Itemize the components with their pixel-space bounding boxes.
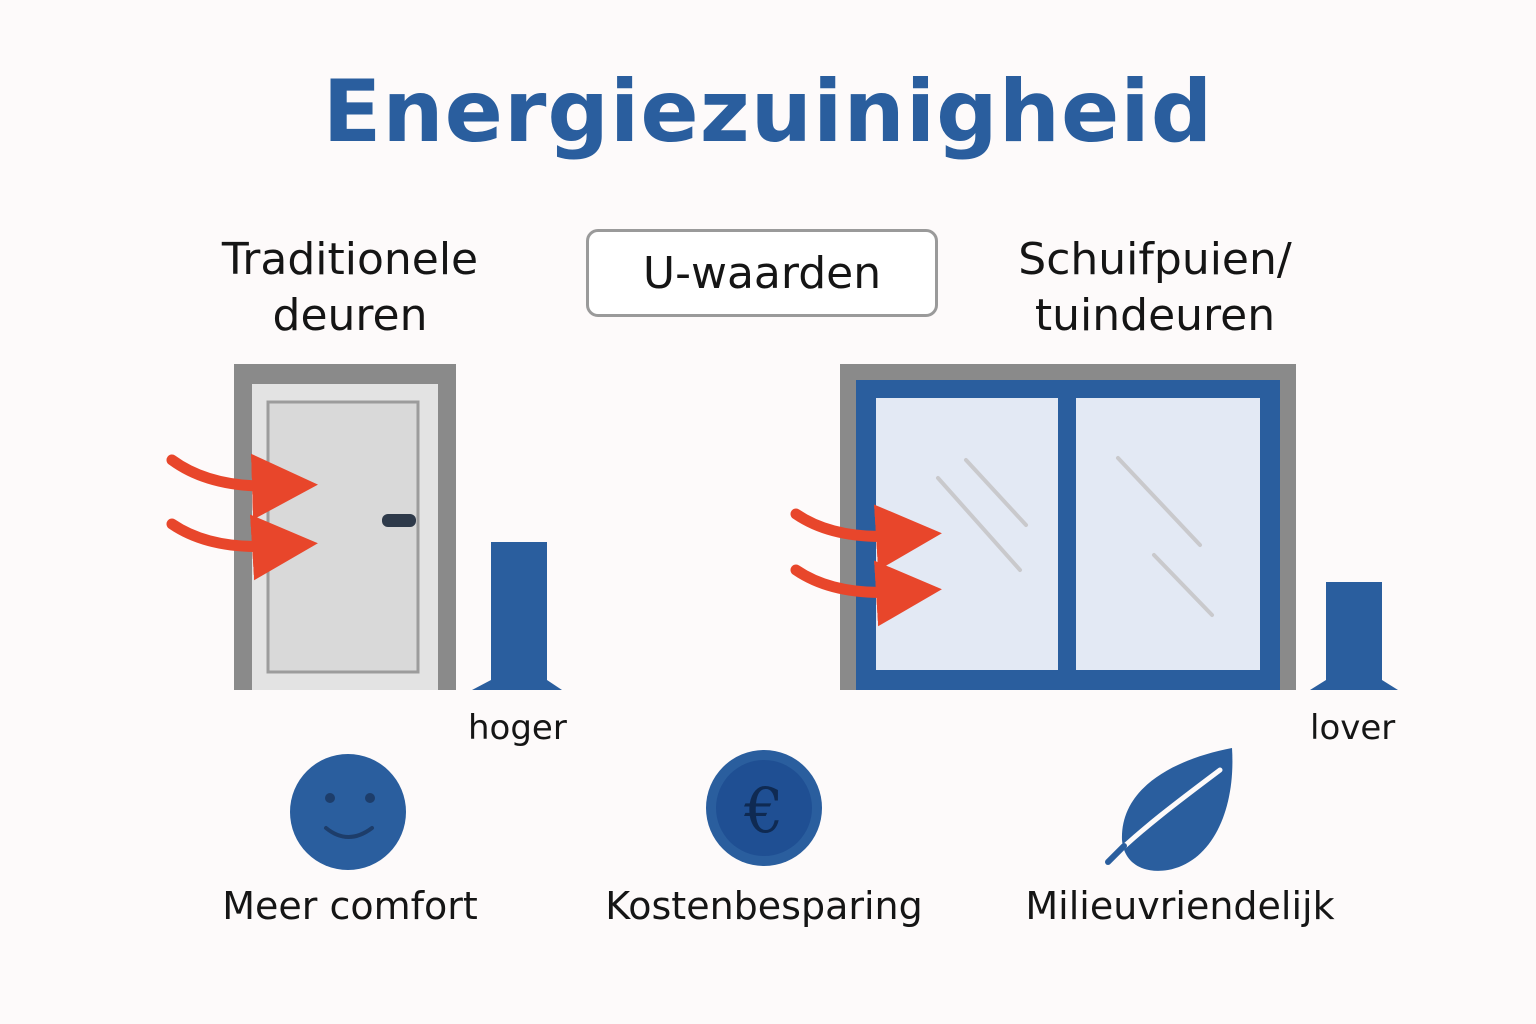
u-value-bar-high [472, 542, 562, 690]
heat-arrow-icon [790, 504, 942, 571]
heat-flow-arrows-right [790, 504, 942, 627]
traditional-door-icon [234, 364, 456, 690]
door-handle-icon [382, 514, 416, 527]
heat-flow-arrows-left [166, 453, 318, 581]
heat-arrow-icon [166, 453, 318, 520]
euro-coin-icon: € [706, 750, 822, 866]
benefit-label-comfort: Meer comfort [222, 884, 478, 928]
left-heading: Traditionele deuren [190, 232, 510, 344]
svg-text:€: € [743, 774, 783, 847]
u-values-badge: U-waarden [586, 229, 938, 317]
heat-arrow-icon [166, 514, 318, 581]
right-heading: Schuifpuien/ tuindeuren [970, 232, 1340, 344]
benefit-label-eco: Milieuvriendelijk [1025, 884, 1335, 928]
benefit-label-savings: Kostenbesparing [605, 884, 923, 928]
left-heading-line-2: deuren [272, 290, 428, 341]
left-heading-line-1: Traditionele [221, 234, 479, 285]
heat-arrow-icon [790, 560, 942, 627]
page-title: Energiezuinigheid [322, 62, 1214, 162]
sliding-door-icon [840, 364, 1296, 690]
bar-label-higher: hoger [468, 708, 567, 748]
right-heading-line-1: Schuifpuien/ [1018, 234, 1292, 285]
bar-label-lower: lover [1310, 708, 1396, 748]
right-heading-line-2: tuindeuren [1034, 290, 1276, 341]
smiley-icon [290, 754, 406, 870]
leaf-icon [1105, 748, 1233, 871]
u-value-bar-low [1310, 582, 1398, 690]
